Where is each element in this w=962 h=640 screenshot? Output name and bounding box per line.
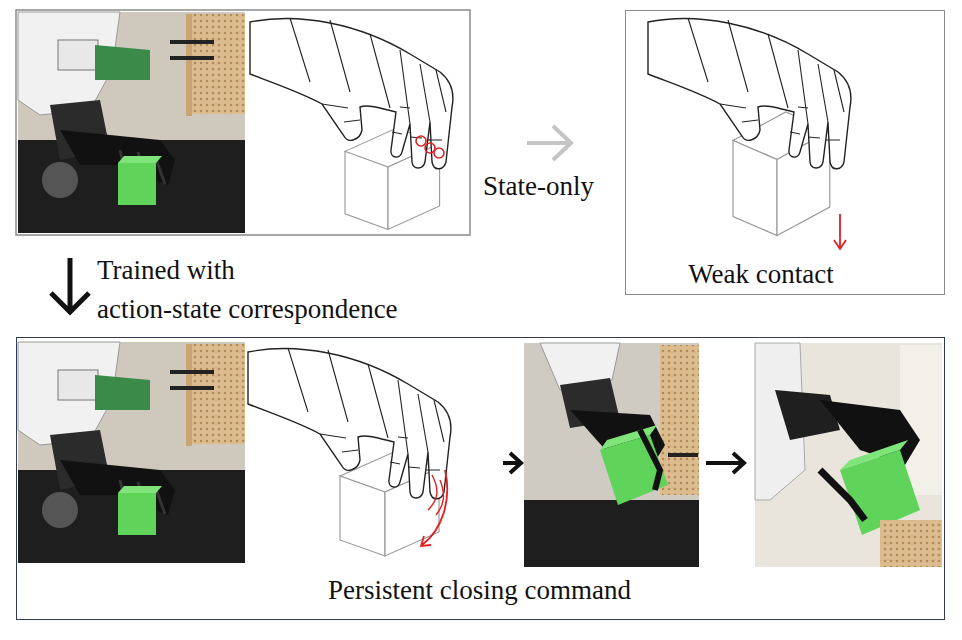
robot-photo: [524, 343, 699, 567]
hand-sketch: [250, 18, 453, 229]
panel-box: Weak contact: [625, 10, 945, 295]
right-arrow: [503, 453, 521, 473]
annotation-text: Trained with action-state correspondence: [97, 251, 477, 329]
annotation-text: State-only: [483, 167, 594, 206]
robot-photo: [18, 12, 245, 233]
panel-frame: [16, 10, 470, 235]
panel-box: Persistent closing command: [16, 337, 945, 620]
panel-caption: Persistent closing command: [17, 575, 942, 606]
grey-arrow: [527, 126, 571, 160]
panel-caption: Weak contact: [626, 259, 896, 290]
hand-sketch: [248, 348, 451, 556]
right-arrow: [706, 453, 744, 473]
robot-photo: [18, 342, 245, 563]
hand-sketch: [648, 18, 851, 249]
down-arrow: [51, 258, 89, 312]
robot-photo: [755, 343, 942, 567]
